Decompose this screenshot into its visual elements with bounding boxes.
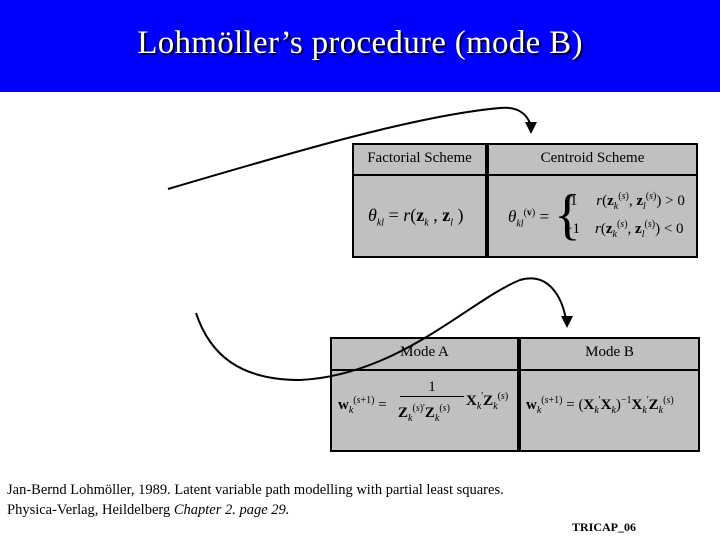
mode-table: Mode A Mode B wk(s+1) = 1 Zk(s)'Zk(s) Xk… [330,337,700,452]
mode-b-formula: wk(s+1) = (Xk'Xk)−1Xk'Zk(s) [526,395,674,416]
factorial-formula: θkl = r(zk , zl ) [368,205,464,229]
mode-b-header: Mode B [585,344,634,360]
centroid-formula: θkl(v) = { 1 r(zk(s), zl(s)) > 0 −1 r(zk… [508,184,685,246]
slide-code: TRICAP_06 [571,520,636,534]
centroid-scheme-header: Centroid Scheme [540,150,645,166]
citation-line-2: Physica-Verlag, Heildelberg Chapter 2. p… [7,502,290,518]
factorial-scheme-header: Factorial Scheme [367,150,472,166]
slide-title: Lohmöller’s procedure (mode B) [137,24,583,61]
mode-a-header: Mode A [400,344,449,360]
scheme-table: Factorial Scheme Centroid Scheme θkl = r… [352,143,698,258]
title-bar: Lohmöller’s procedure (mode B) [0,0,720,92]
citation-line-1: Jan-Bernd Lohmöller, 1989. Latent variab… [7,482,504,498]
citation: Jan-Bernd Lohmöller, 1989. Latent variab… [7,480,504,520]
